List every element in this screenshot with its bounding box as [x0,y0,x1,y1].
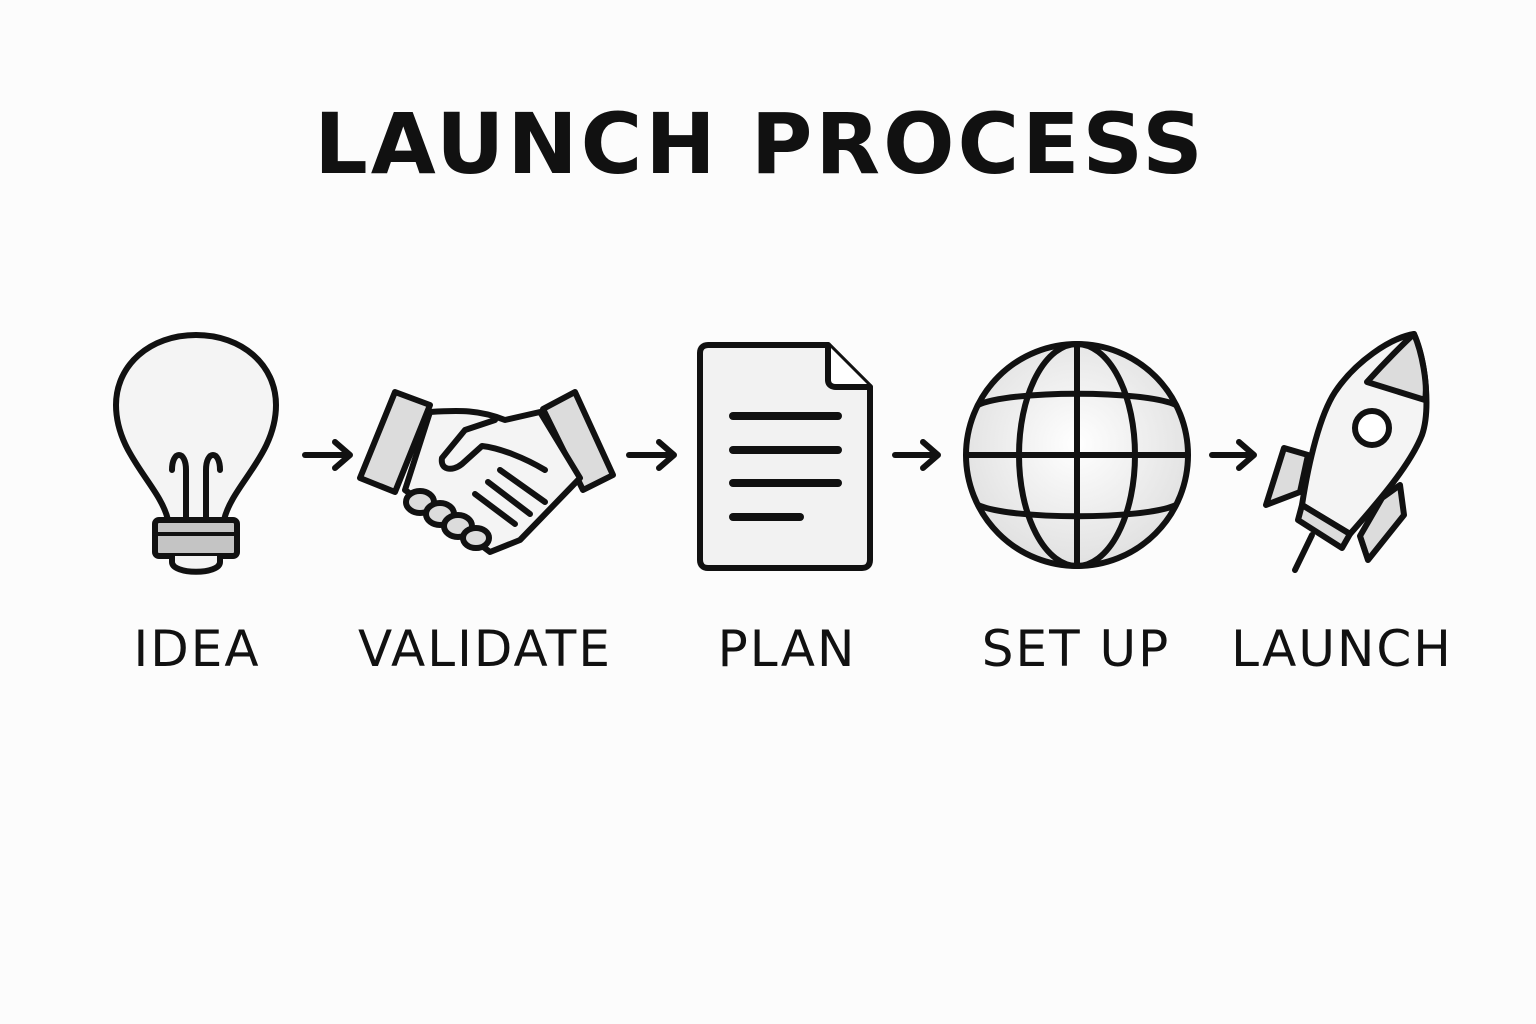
step-label-validate: VALIDATE [358,620,612,678]
arrow-icon-1 [302,439,353,471]
flow-arrows [302,439,1257,471]
step-label-plan: PLAN [717,620,857,678]
document-icon [697,342,873,571]
arrow-icon-2 [626,439,677,471]
lightbulb-icon [113,332,279,575]
arrow-icon-4 [1209,439,1257,471]
step-label-launch: LAUNCH [1231,620,1453,678]
step-label-set-up: SET UP [981,620,1171,678]
arrow-icon-3 [892,439,941,471]
diagram-title: LAUNCH PROCESS [314,95,1206,193]
globe-icon [963,341,1191,569]
step-label-idea: IDEA [133,620,261,678]
handshake-icon [357,389,616,555]
rocket-icon [1263,331,1430,573]
